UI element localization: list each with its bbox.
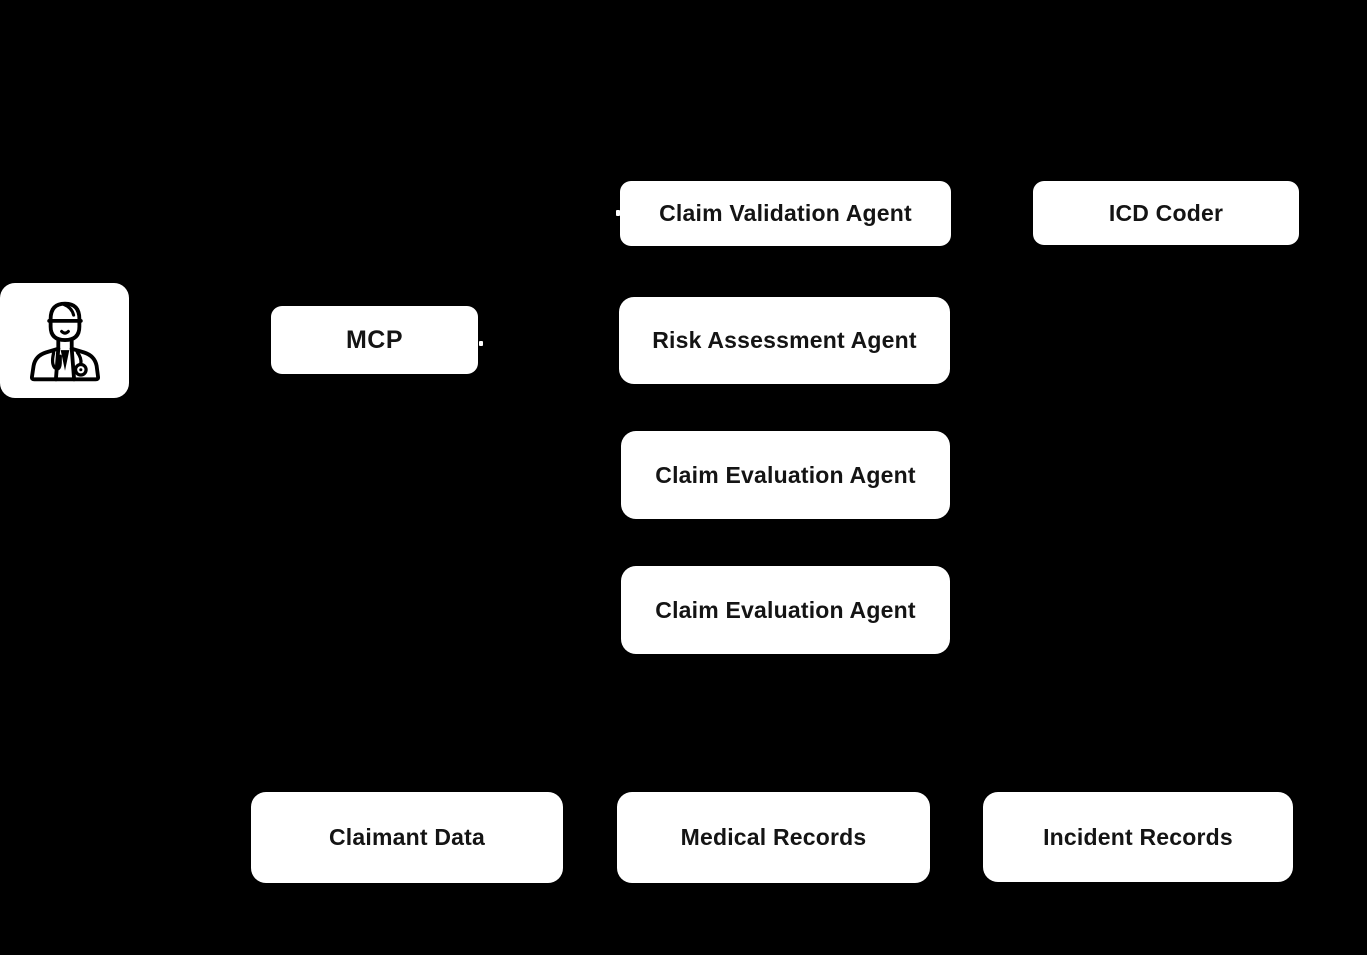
arrowhead-speck-claim-validation bbox=[616, 210, 620, 216]
node-claim-evaluation-agent-1-label: Claim Evaluation Agent bbox=[655, 461, 916, 488]
node-incident-records: Incident Records bbox=[983, 792, 1293, 882]
doctor-icon bbox=[19, 295, 111, 387]
node-medical-records-label: Medical Records bbox=[680, 824, 867, 850]
node-claim-evaluation-agent-2-label: Claim Evaluation Agent bbox=[655, 596, 916, 623]
node-incident-records-label: Incident Records bbox=[1043, 823, 1233, 850]
node-icd-coder: ICD Coder bbox=[1033, 181, 1299, 245]
node-mcp-label: MCP bbox=[345, 325, 404, 354]
node-risk-assessment-agent-label: Risk Assessment Agent bbox=[652, 327, 917, 353]
node-claim-evaluation-agent-2: Claim Evaluation Agent bbox=[621, 566, 950, 654]
node-mcp: MCP bbox=[271, 306, 478, 374]
node-medical-records: Medical Records bbox=[617, 792, 930, 883]
node-claimant-data: Claimant Data bbox=[251, 792, 563, 883]
node-doctor bbox=[0, 283, 129, 398]
node-claimant-data-label: Claimant Data bbox=[329, 824, 485, 850]
node-claim-evaluation-agent-1: Claim Evaluation Agent bbox=[621, 431, 950, 519]
node-claim-validation-agent: Claim Validation Agent bbox=[620, 181, 951, 246]
node-risk-assessment-agent: Risk Assessment Agent bbox=[619, 297, 950, 384]
node-icd-coder-label: ICD Coder bbox=[1108, 199, 1224, 226]
node-claim-validation-agent-label: Claim Validation Agent bbox=[659, 200, 912, 226]
arrowhead-speck-mcp bbox=[479, 341, 483, 346]
